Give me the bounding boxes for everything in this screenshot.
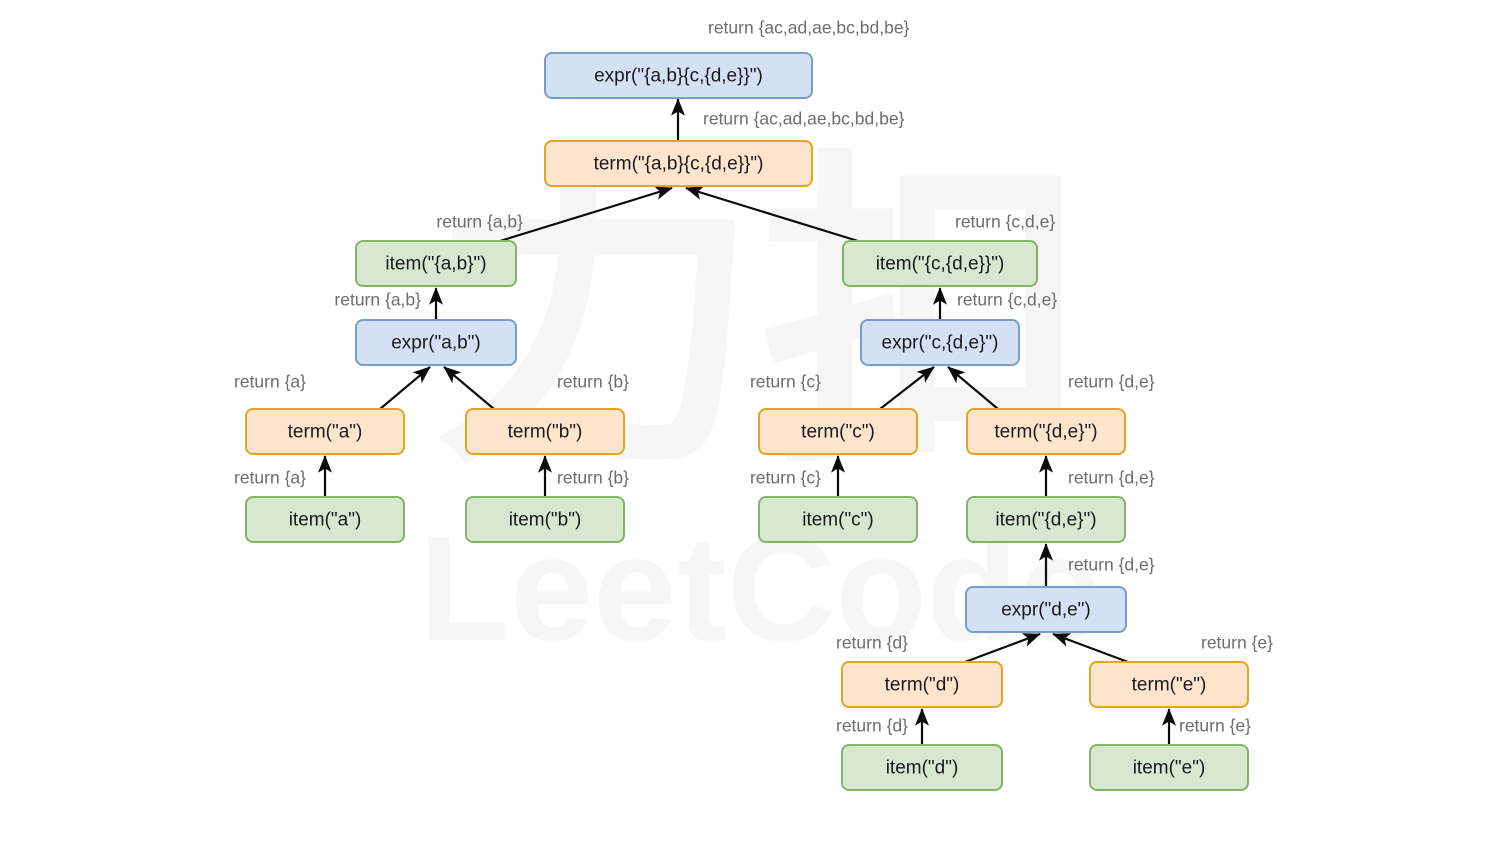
- edge-term_b-to-expr_ab: [443, 366, 495, 410]
- return-label-r_item_de: return {d,e}: [1068, 468, 1155, 488]
- node-label-term_root: term("{a,b}{c,{d,e}}"): [594, 154, 764, 175]
- return-label-r_term_b: return {b}: [557, 372, 629, 392]
- node-term_e[interactable]: term("e"): [1089, 661, 1249, 708]
- return-label-r_expr_root: return {ac,ad,ae,bc,bd,be}: [708, 18, 910, 38]
- node-label-term_d: term("d"): [885, 675, 960, 696]
- node-expr_root[interactable]: expr("{a,b}{c,{d,e}}"): [544, 52, 813, 99]
- node-item_e[interactable]: item("e"): [1089, 744, 1249, 791]
- node-expr_de[interactable]: expr("d,e"): [965, 586, 1127, 633]
- node-label-item_ab: item("{a,b}"): [385, 254, 486, 275]
- node-box-term: [841, 661, 1003, 708]
- node-item_c[interactable]: item("c"): [758, 496, 918, 543]
- node-item_a[interactable]: item("a"): [245, 496, 405, 543]
- node-item_cde[interactable]: item("{c,{d,e}}"): [842, 240, 1038, 287]
- node-item_b[interactable]: item("b"): [465, 496, 625, 543]
- node-label-expr_cde: expr("c,{d,e}"): [882, 333, 999, 354]
- node-item_de[interactable]: item("{d,e}"): [966, 496, 1126, 543]
- return-label-r_item_a: return {a}: [234, 468, 306, 488]
- return-label-r_expr_ab: return {a,b}: [334, 290, 421, 310]
- node-box-term: [1089, 661, 1249, 708]
- node-box-term: [966, 408, 1126, 455]
- node-expr_cde[interactable]: expr("c,{d,e}"): [860, 319, 1020, 366]
- node-label-expr_ab: expr("a,b"): [391, 333, 481, 354]
- edge-term_a-to-expr_ab: [379, 366, 431, 410]
- node-label-item_e: item("e"): [1133, 758, 1206, 779]
- edge-item_ab-to-term_root: [499, 186, 673, 243]
- node-label-term_a: term("a"): [288, 422, 363, 443]
- node-box-item: [966, 496, 1126, 543]
- return-label-r_term_e: return {e}: [1201, 633, 1273, 653]
- node-label-item_b: item("b"): [509, 510, 582, 531]
- node-box-expr: [965, 586, 1127, 633]
- return-label-r_item_cde: return {c,d,e}: [955, 212, 1055, 232]
- node-label-term_b: term("b"): [508, 422, 583, 443]
- edge-term_c-to-expr_cde: [879, 366, 935, 410]
- node-label-item_c: item("c"): [802, 510, 874, 531]
- return-label-r_expr_de: return {d,e}: [1068, 555, 1155, 575]
- node-term_a[interactable]: term("a"): [245, 408, 405, 455]
- node-box-term: [758, 408, 918, 455]
- return-label-r_term_c: return {c}: [750, 372, 821, 392]
- return-label-r_item_d: return {d}: [836, 716, 908, 736]
- node-box-term: [544, 140, 813, 187]
- edge-term_e-to-expr_de: [1052, 632, 1129, 664]
- node-box-term: [245, 408, 405, 455]
- node-box-item: [245, 496, 405, 543]
- node-term_b[interactable]: term("b"): [465, 408, 625, 455]
- return-label-r_item_e: return {e}: [1179, 716, 1251, 736]
- node-label-item_a: item("a"): [289, 510, 362, 531]
- node-term_c[interactable]: term("c"): [758, 408, 918, 455]
- node-label-expr_de: expr("d,e"): [1001, 600, 1091, 621]
- node-item_d[interactable]: item("d"): [841, 744, 1003, 791]
- node-box-expr: [544, 52, 813, 99]
- node-box-item: [842, 240, 1038, 287]
- node-label-item_cde: item("{c,{d,e}}"): [876, 254, 1005, 275]
- return-label-r_term_d: return {d}: [836, 633, 908, 653]
- return-label-r_expr_cde: return {c,d,e}: [957, 290, 1057, 310]
- node-box-expr: [860, 319, 1020, 366]
- node-label-item_d: item("d"): [886, 758, 959, 779]
- nodes-layer: expr("{a,b}{c,{d,e}}") term("{a,b}{c,{d,e…: [245, 52, 1249, 791]
- edge-term_de-to-expr_cde: [947, 366, 999, 410]
- edge-item_cde-to-term_root: [685, 186, 859, 243]
- node-label-item_de: item("{d,e}"): [995, 510, 1096, 531]
- node-label-term_c: term("c"): [801, 422, 875, 443]
- return-labels-layer: return {ac,ad,ae,bc,bd,be} return {ac,ad,…: [234, 18, 1273, 736]
- return-label-r_term_root: return {ac,ad,ae,bc,bd,be}: [703, 109, 905, 129]
- node-label-term_de: term("{d,e}"): [994, 422, 1097, 443]
- node-label-term_e: term("e"): [1132, 675, 1207, 696]
- return-label-r_item_ab: return {a,b}: [436, 212, 523, 232]
- edge-term_d-to-expr_de: [964, 632, 1041, 664]
- node-box-term: [465, 408, 625, 455]
- return-label-r_term_de: return {d,e}: [1068, 372, 1155, 392]
- node-term_root[interactable]: term("{a,b}{c,{d,e}}"): [544, 140, 813, 187]
- node-box-item: [355, 240, 517, 287]
- node-box-item: [1089, 744, 1249, 791]
- node-item_ab[interactable]: item("{a,b}"): [355, 240, 517, 287]
- node-expr_ab[interactable]: expr("a,b"): [355, 319, 517, 366]
- node-box-item: [465, 496, 625, 543]
- node-term_d[interactable]: term("d"): [841, 661, 1003, 708]
- node-box-expr: [355, 319, 517, 366]
- edges-layer: [317, 98, 1177, 745]
- node-box-item: [841, 744, 1003, 791]
- node-term_de[interactable]: term("{d,e}"): [966, 408, 1126, 455]
- node-box-item: [758, 496, 918, 543]
- node-label-expr_root: expr("{a,b}{c,{d,e}}"): [594, 66, 763, 87]
- return-label-r_item_b: return {b}: [557, 468, 629, 488]
- return-label-r_item_c: return {c}: [750, 468, 821, 488]
- return-label-r_term_a: return {a}: [234, 372, 306, 392]
